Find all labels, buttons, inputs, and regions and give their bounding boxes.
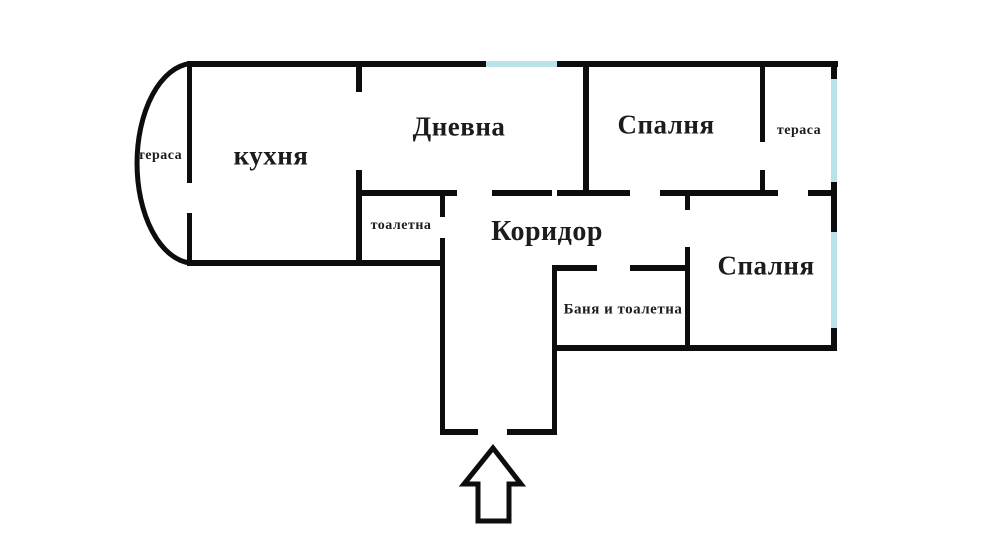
window-right-upper [831, 79, 837, 182]
wall-bottom-right-section [553, 345, 837, 351]
wall-entry-left [440, 238, 445, 435]
wall-kitchen-living-stub [356, 61, 362, 92]
wall-right-mid [831, 182, 837, 232]
wall-hall-top-3 [660, 190, 778, 196]
room-label-living-room: Дневна [412, 111, 506, 142]
wall-right-corner [831, 61, 837, 79]
wall-kitchen-bottom [187, 260, 444, 266]
wall-toilet-left [356, 170, 362, 266]
wall-hall-top-1 [492, 190, 552, 196]
wall-entry-bottom-right [507, 429, 557, 435]
room-label-bedroom-top: Спалня [617, 109, 715, 140]
wall-bedroom2-left-lower [685, 247, 690, 351]
wall-bath-top-right [630, 265, 690, 271]
wall-terrace-right-upper [760, 61, 765, 142]
wall-top-left [187, 61, 486, 67]
room-label-toilet: тоалетна [370, 218, 432, 233]
room-label-terrace-right: тераса [776, 123, 822, 138]
terrace-curve-wall [134, 61, 191, 266]
room-label-bedroom-bottom: Спалня [717, 250, 815, 281]
room-label-bathroom: Баня и тоалетна [563, 301, 683, 318]
room-label-kitchen: кухня [233, 140, 309, 171]
entrance-arrow-icon [458, 443, 527, 524]
room-label-terrace-left: тераса [137, 148, 183, 163]
room-label-corridor: Коридор [491, 216, 603, 247]
wall-terrace-right-lower [760, 170, 765, 196]
wall-terrace-left-upper [187, 61, 192, 183]
wall-hall-top-2 [557, 190, 630, 196]
wall-terrace-left-lower [187, 213, 192, 266]
wall-bedroom2-left-upper [685, 190, 690, 210]
wall-top-right [557, 61, 838, 67]
window-top [486, 61, 557, 67]
wall-toilet-right-upper [440, 190, 445, 217]
wall-entry-right [552, 265, 557, 435]
wall-bath-top-left [553, 265, 597, 271]
wall-toilet-top [356, 190, 457, 196]
wall-hall-top-4 [808, 190, 837, 196]
window-right-lower [831, 232, 837, 328]
wall-entry-bottom-left [440, 429, 478, 435]
wall-living-bedroom-divider [583, 61, 589, 196]
wall-right-bottom [831, 328, 837, 351]
